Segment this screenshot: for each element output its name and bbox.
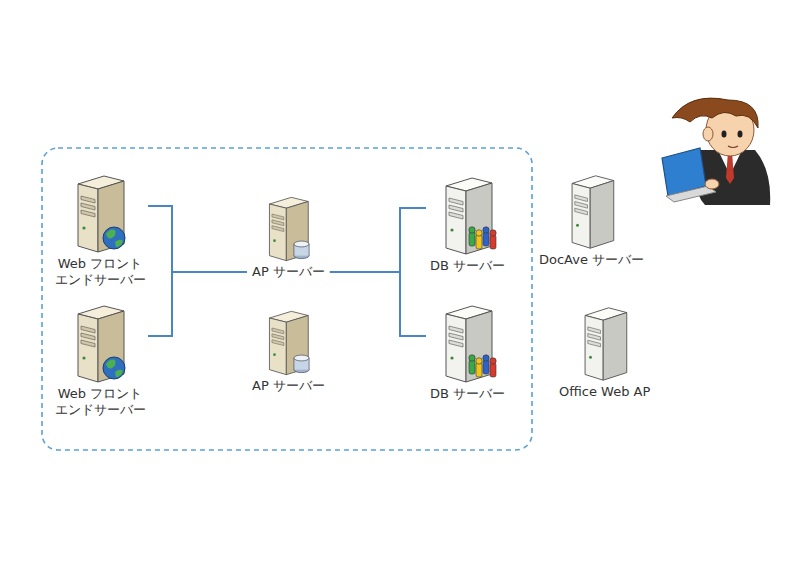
server-node: Web フロント エンドサーバー — [48, 172, 152, 288]
network-link — [330, 272, 426, 336]
server-label: Web フロント エンドサーバー — [48, 386, 152, 418]
server-node: AP サーバー — [250, 308, 327, 394]
network-link — [148, 272, 247, 336]
server-label: DocAve サーバー — [537, 252, 646, 268]
server-label: AP サーバー — [250, 378, 327, 394]
server-label: DB サーバー — [428, 258, 507, 274]
server-node: Web フロント エンドサーバー — [48, 302, 152, 418]
server-node: DB サーバー — [428, 174, 507, 274]
server-label: Web フロント エンドサーバー — [48, 256, 152, 288]
network-link — [148, 206, 247, 272]
server-label: AP サーバー — [250, 264, 327, 280]
server-icon — [68, 172, 132, 256]
server-icon — [68, 302, 132, 386]
server-label: Office Web AP — [557, 384, 652, 400]
server-node: AP サーバー — [250, 194, 327, 280]
server-label: DB サーバー — [428, 386, 507, 402]
server-icon — [563, 172, 621, 252]
server-node: DB サーバー — [428, 302, 507, 402]
group-region — [42, 148, 532, 450]
user-illustration — [662, 98, 770, 205]
server-node: DocAve サーバー — [537, 172, 646, 268]
server-icon — [576, 304, 634, 384]
server-icon — [436, 302, 500, 386]
network-link — [330, 208, 426, 272]
server-icon — [436, 174, 500, 258]
server-node: Office Web AP — [557, 304, 652, 400]
server-icon — [261, 308, 315, 378]
server-icon — [261, 194, 315, 264]
